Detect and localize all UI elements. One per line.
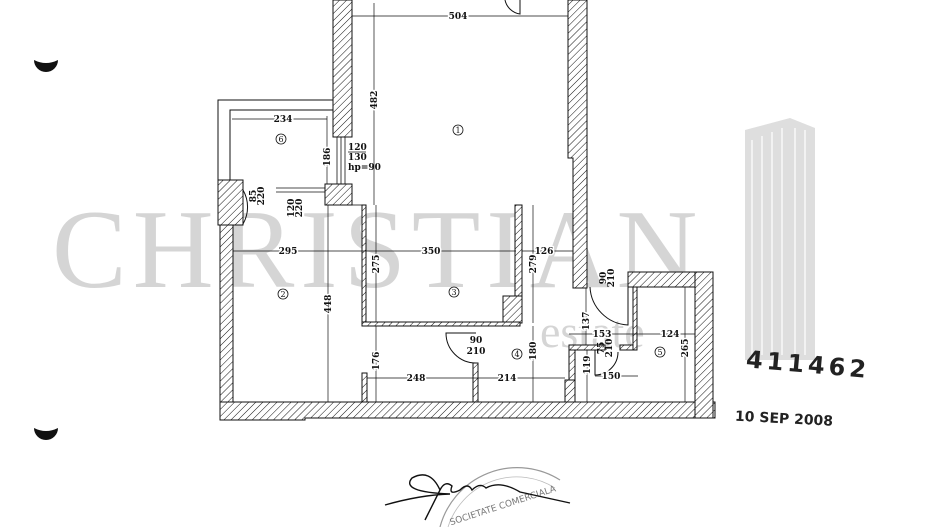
dim-350: 350 bbox=[422, 247, 441, 257]
dim-150: 150 bbox=[602, 372, 621, 382]
room-6-label: 6 bbox=[275, 133, 287, 145]
dimension-lines bbox=[232, 3, 695, 402]
room-1-label: 1 bbox=[452, 124, 464, 136]
dim-126: 126 bbox=[535, 247, 554, 257]
room-2-label: 2 bbox=[277, 288, 289, 300]
dim-153: 153 bbox=[593, 330, 612, 340]
seal-text: SOCIETATE COMERCIALA bbox=[449, 484, 558, 527]
dim-279: 279 bbox=[529, 255, 539, 274]
room-5-label: 5 bbox=[654, 346, 666, 358]
svg-text:2: 2 bbox=[280, 290, 285, 299]
entry-door-width: 90 bbox=[599, 272, 609, 285]
date-stamp: 10 SEP 2008 bbox=[735, 409, 834, 430]
outlines bbox=[217, 99, 362, 206]
dim-186: 186 bbox=[323, 148, 333, 167]
svg-text:1: 1 bbox=[455, 126, 460, 135]
dim-295: 295 bbox=[279, 247, 298, 257]
door5-height: 210 bbox=[605, 339, 615, 358]
building-logo bbox=[745, 118, 815, 360]
opening-height: 220 bbox=[295, 199, 305, 218]
svg-text:5: 5 bbox=[657, 348, 662, 357]
svg-text:4: 4 bbox=[514, 350, 519, 359]
room-labels: 1 6 2 3 4 5 bbox=[275, 124, 666, 360]
svg-text:3: 3 bbox=[451, 288, 456, 297]
registry-number-stamp: 411462 bbox=[745, 345, 871, 384]
opening-width: 120 bbox=[287, 199, 297, 218]
door5-width: 75 bbox=[597, 342, 607, 355]
dim-265: 265 bbox=[681, 339, 691, 358]
walls bbox=[217, 0, 716, 421]
door6-height: 220 bbox=[257, 187, 267, 206]
dimension-labels: 504 482 234 186 120 130 hp=90 85 220 120… bbox=[249, 11, 693, 386]
punch-hole-top bbox=[34, 60, 58, 72]
punch-hole-bottom bbox=[34, 428, 58, 440]
door4-height: 210 bbox=[467, 347, 486, 357]
room-3-label: 3 bbox=[448, 286, 460, 298]
dim-275: 275 bbox=[372, 255, 382, 274]
dim-504: 504 bbox=[449, 12, 468, 22]
doors bbox=[242, 0, 629, 376]
dim-214: 214 bbox=[498, 374, 517, 384]
dim-482: 482 bbox=[370, 91, 380, 110]
watermark-brand: CHRISTIAN bbox=[52, 188, 703, 312]
room-4-label: 4 bbox=[511, 348, 523, 360]
dim-448: 448 bbox=[324, 295, 334, 314]
window-width: 120 bbox=[348, 143, 367, 153]
dim-119: 119 bbox=[583, 356, 593, 375]
door4-width: 90 bbox=[470, 336, 483, 346]
dim-176: 176 bbox=[372, 352, 382, 371]
window-sill: hp=90 bbox=[348, 163, 381, 173]
dim-180: 180 bbox=[529, 342, 539, 361]
dim-124: 124 bbox=[661, 330, 680, 340]
svg-text:6: 6 bbox=[278, 135, 283, 144]
window-height: 130 bbox=[348, 153, 367, 163]
signature bbox=[384, 474, 571, 521]
entry-door-height: 210 bbox=[607, 269, 617, 288]
dim-248: 248 bbox=[407, 374, 426, 384]
dim-234: 234 bbox=[274, 115, 293, 125]
watermark: CHRISTIAN estate bbox=[52, 118, 815, 360]
dim-137: 137 bbox=[582, 312, 592, 331]
door6-width: 85 bbox=[249, 190, 259, 203]
